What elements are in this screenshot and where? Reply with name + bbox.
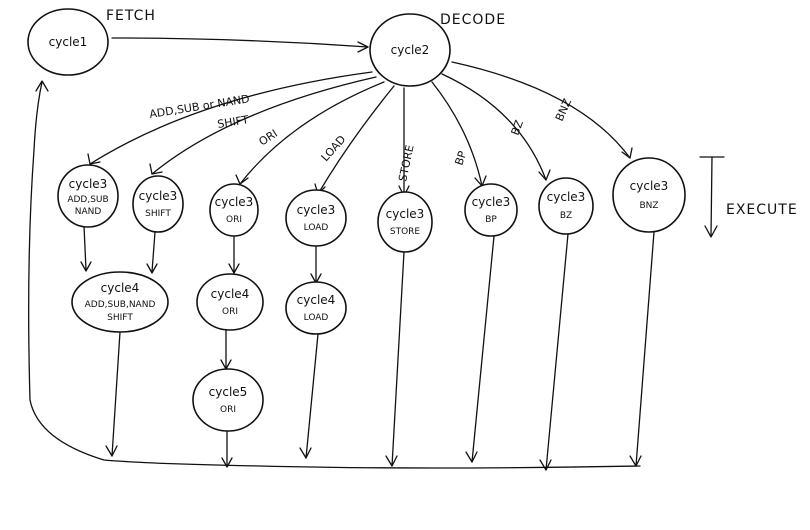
edge-decode-to-ori	[239, 81, 385, 185]
drop-c3bnz	[635, 231, 655, 467]
connections	[28, 37, 725, 471]
c3bz-sub: BZ	[560, 211, 572, 221]
node-cycle3-bz: cycle3 BZ	[538, 177, 594, 235]
c4alu-sub-1: ADD,SUB,NAND	[85, 300, 156, 310]
node-cycle3-store: cycle3 STORE	[377, 191, 433, 253]
arrowhead-cycle1	[35, 80, 49, 92]
c3shift-label: cycle3	[139, 189, 178, 203]
label-bp: BP	[452, 149, 469, 167]
drop-head-c3store	[385, 455, 398, 467]
drop-c3store	[391, 251, 405, 467]
edge-decode-to-bz	[441, 73, 547, 181]
drop-c4load	[305, 333, 319, 459]
drop-c4alu	[111, 331, 121, 457]
c3bz-label: cycle3	[547, 190, 586, 204]
edge-decode-to-alu	[89, 71, 373, 165]
c3shift-sub: SHIFT	[145, 209, 171, 219]
execute-marker-head	[704, 225, 718, 238]
drop-head-c3bz	[539, 459, 552, 471]
edge-decode-to-bp	[431, 81, 483, 187]
c3ori-sub: ORI	[226, 215, 242, 225]
node-cycle3-load: cycle3 LOAD	[285, 189, 347, 247]
c4alu-sub-2: SHIFT	[107, 313, 133, 323]
cycle1-label: cycle1	[49, 35, 88, 49]
phase-execute: EXECUTE	[726, 202, 798, 218]
return-bus	[28, 81, 641, 469]
drop-c3bp	[471, 235, 495, 463]
drop-head-c4load	[299, 447, 312, 459]
drop-c3bz	[545, 233, 569, 471]
edge-decode-to-shift	[151, 76, 377, 175]
node-cycle3-ori: cycle3 ORI	[209, 183, 259, 237]
drop-head-c3bnz	[629, 455, 642, 467]
arrowhead-c4ori	[228, 263, 240, 274]
node-cycle1: cycle1	[27, 8, 109, 76]
edge-fetch-to-decode	[111, 37, 369, 48]
c3ori-label: cycle3	[215, 195, 254, 209]
edge-decode-to-bnz	[451, 61, 631, 159]
c3bnz-label: cycle3	[630, 179, 669, 193]
c4ori-sub: ORI	[222, 307, 238, 317]
label-bnz: BNZ	[553, 96, 575, 123]
phase-labels: FETCH DECODE EXECUTE	[106, 8, 798, 218]
label-shift: SHIFT	[216, 113, 249, 131]
label-bz: BZ	[509, 118, 527, 137]
c4ori-label: cycle4	[211, 287, 250, 301]
arrowhead-alu	[87, 153, 101, 165]
c3bp-label: cycle3	[472, 195, 511, 209]
node-cycle3-shift: cycle3 SHIFT	[132, 175, 184, 233]
arrowhead-c4alu-a	[80, 261, 92, 272]
c4load-sub: LOAD	[304, 313, 329, 323]
node-cycle2: cycle2	[369, 13, 451, 87]
node-cycle3-bp: cycle3 BP	[464, 183, 518, 237]
c3alu-sub-2: NAND	[75, 207, 102, 217]
c3store-label: cycle3	[386, 207, 425, 221]
edge-c3alu-to-c4alu	[83, 225, 87, 271]
c3store-sub: STORE	[390, 227, 421, 237]
c3alu-label: cycle3	[69, 177, 108, 191]
phase-decode: DECODE	[440, 12, 506, 28]
c4load-label: cycle4	[297, 293, 336, 307]
edge-c3shift-to-c4alu	[151, 231, 156, 273]
phase-fetch: FETCH	[106, 8, 156, 24]
node-cycle4-ori: cycle4 ORI	[196, 273, 264, 331]
node-cycle3-add-sub-nand: cycle3 ADD,SUB NAND	[57, 164, 119, 228]
node-cycle3-bnz: cycle3 BNZ	[612, 157, 686, 233]
node-cycle4-add-sub-nand-shift: cycle4 ADD,SUB,NAND SHIFT	[71, 271, 169, 333]
c3bnz-sub: BNZ	[639, 201, 658, 211]
c4alu-label: cycle4	[101, 281, 140, 295]
c3load-label: cycle3	[297, 203, 336, 217]
c3load-sub: LOAD	[304, 223, 329, 233]
edge-decode-to-load	[317, 85, 395, 195]
drop-head-c3bp	[465, 451, 478, 463]
node-cycle4-load: cycle4 LOAD	[285, 281, 347, 335]
c3alu-sub-1: ADD,SUB	[67, 195, 108, 205]
node-cycle5-ori: cycle5 ORI	[192, 368, 264, 432]
drop-head-c5ori	[221, 457, 233, 468]
c3bp-sub: BP	[485, 215, 497, 225]
c5ori-sub: ORI	[220, 405, 236, 415]
edge-labels: ADD,SUB or NAND SHIFT ORI LOAD STORE BP …	[148, 92, 574, 182]
execute-marker-shaft	[710, 156, 713, 237]
label-store: STORE	[396, 144, 416, 183]
arrowhead-c4alu-b	[146, 263, 158, 274]
label-load: LOAD	[319, 133, 349, 164]
arrowhead-bz	[538, 169, 551, 181]
arrowhead-bnz	[621, 147, 633, 159]
c5ori-label: cycle5	[209, 385, 248, 399]
drop-head-c4alu	[105, 445, 118, 457]
cycle2-label: cycle2	[391, 43, 430, 57]
arrowhead-shift	[149, 163, 163, 175]
arrowhead-decode	[357, 41, 369, 53]
